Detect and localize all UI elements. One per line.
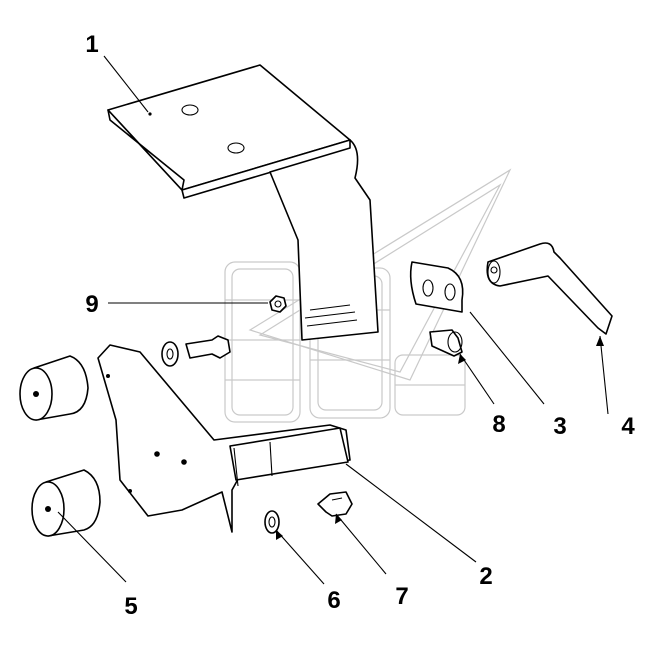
- part-9-nut: [269, 295, 287, 313]
- part-3-clamp-plate: [409, 261, 464, 313]
- part-8-bolt: [429, 329, 463, 357]
- callout-6: 6: [327, 587, 340, 614]
- part-1-upper-bracket: [107, 64, 379, 341]
- callout-labels: 1 2 3 4 5 6 7 8 9: [85, 31, 635, 620]
- part-7-screw: [317, 491, 353, 517]
- part-4-handle-lever: [486, 242, 613, 335]
- washer-and-screw-upper: [161, 335, 231, 367]
- callout-8: 8: [492, 411, 505, 438]
- callout-4: 4: [621, 413, 635, 440]
- callout-1: 1: [85, 31, 98, 58]
- leader-lines: [57, 55, 609, 585]
- callout-2: 2: [479, 563, 492, 590]
- part-6-washer: [264, 510, 280, 534]
- part-5-rubber-buffers: [19, 355, 101, 537]
- callout-3: 3: [553, 413, 566, 440]
- part-2-lower-bracket: [97, 344, 351, 533]
- callout-7: 7: [395, 583, 408, 610]
- callout-9: 9: [85, 291, 98, 318]
- callout-5: 5: [124, 593, 137, 620]
